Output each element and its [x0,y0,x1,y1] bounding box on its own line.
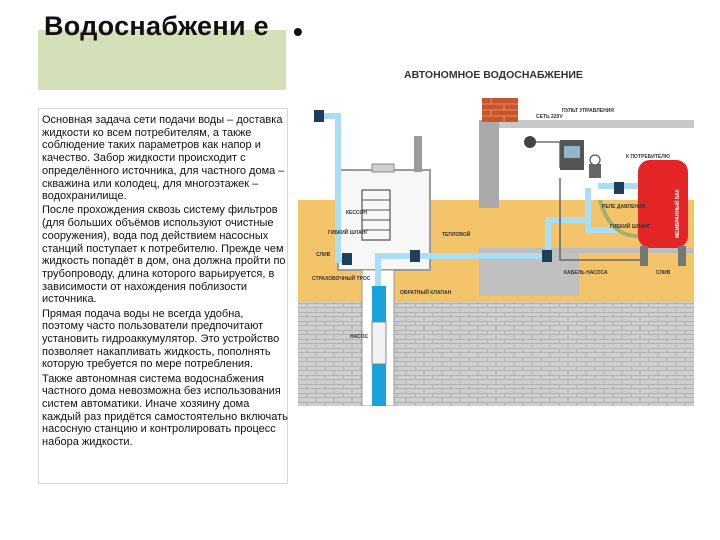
label-kesson: КЕССОН [346,210,367,216]
label-to-consumer: К ПОТРЕБИТЕЛЮ [626,154,670,160]
label-pump-cable: КАБЕЛЬ НАСОСА [564,270,608,276]
valve [314,110,324,122]
pressure-relay [589,164,601,178]
valve [614,182,624,194]
tank-leg [640,246,648,266]
label-check-valve: ОБРАТНЫЙ КЛАПАН [400,288,452,296]
label-network: СЕТЬ 220V [536,114,563,120]
house-wall [479,120,499,208]
valve [410,250,420,262]
label-drain: СЛИВ [316,252,331,258]
paragraph-2: После прохождения сквозь систему фильтро… [42,204,286,306]
caisson-ladder [361,189,391,241]
valve [542,250,552,262]
label-flex-hose: ГИБКИЙ ШЛАНГ [328,228,368,236]
house-ceiling [479,120,694,128]
control-panel-screen [564,146,580,158]
riser-pipe [585,188,618,233]
caisson-vent [414,136,422,172]
label-flex-hose-2: ГИБКИЙ ШЛАНГ [610,222,650,230]
caisson-hatch [371,163,395,173]
paragraph-3: Прямая подача воды не всегда удобна, поэ… [42,307,280,371]
text-box-border [38,108,288,484]
slide-title: Водоснабжени е [44,11,269,41]
title-highlight [38,30,286,90]
power-outlet [524,136,536,148]
stone-layer [298,302,694,406]
label-heating-cable: ТЕПЛОВОЙ [442,230,471,238]
label-pressure-relay: РЕЛЕ ДАВЛЕНИЯ [602,204,646,210]
paragraph-1: Основная задача сети подачи воды – доста… [42,114,285,203]
chimney-bricks [482,98,518,122]
label-safety-cable: СТРАХОВОЧНЫЙ ТРОС [312,274,371,282]
flexible-hose [598,199,639,238]
label-control-panel: ПУЛЬТ УПРАВЛЕНИЯ [562,108,614,114]
valve [342,253,352,265]
pressure-gauge [589,154,601,166]
diagram-title: АВТОНОМНОЕ ВОДОСНАБЖЕНИЕ [404,69,583,81]
tank-leg [678,246,686,266]
body-text: Основная задача сети подачи воды – доста… [42,114,288,450]
ladder-rungs [362,199,390,231]
supply-pipe [375,217,586,286]
pump [371,321,387,365]
water-supply-diagram: АВТОНОМНОЕ ВОДОСНАБЖЕНИЕ МЕМБРАННЫЙ БАК [298,69,694,406]
membrane-tank [638,160,688,248]
label-drain-2: СЛИВ [656,270,671,276]
title-bullet: • [293,16,303,47]
house-floor [479,248,694,253]
paragraph-4: Также автономная система водоснабжения ч… [42,372,288,449]
tank-label: МЕМБРАННЫЙ БАК [673,188,681,238]
label-pump: НАСОС [350,334,368,340]
